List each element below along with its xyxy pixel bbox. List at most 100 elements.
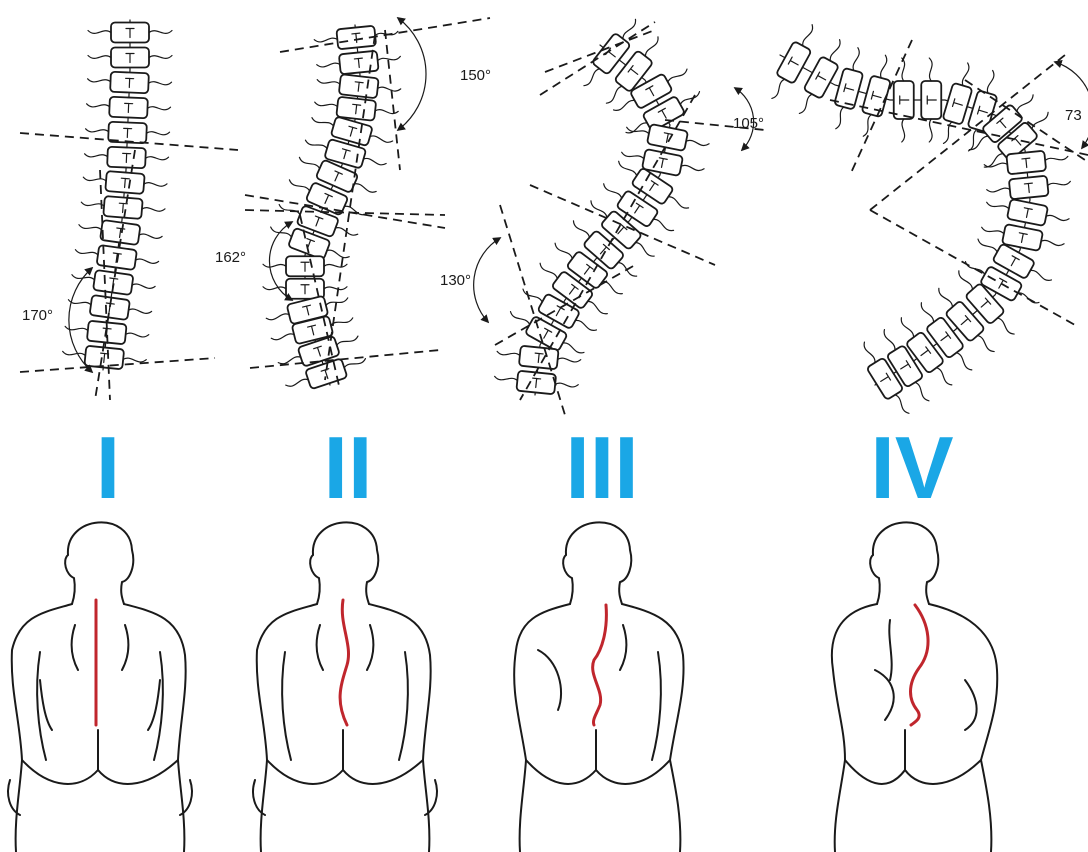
rib-stub <box>1031 112 1050 129</box>
rib-stub <box>626 121 647 135</box>
rib-stub <box>311 118 334 127</box>
spine-xray-grade-2: 162° 150° <box>215 18 491 390</box>
rib-stub <box>1047 181 1070 186</box>
rib-stub <box>354 182 376 194</box>
rib-stub <box>553 243 573 259</box>
rib-stub <box>497 351 520 356</box>
rib-stub <box>879 55 888 78</box>
rib-stub <box>686 139 709 146</box>
rib-stub <box>602 184 623 199</box>
rib-stub <box>144 182 167 187</box>
rib-stub <box>799 93 813 115</box>
rib-stub <box>936 367 952 387</box>
rib-stub <box>902 119 905 142</box>
grade-label-1: I <box>96 418 120 517</box>
grade-label-3: III <box>565 418 638 517</box>
rib-stub <box>956 352 972 372</box>
rib-stub <box>614 99 635 113</box>
rib-stub <box>584 68 600 88</box>
rib-stub <box>286 378 309 388</box>
rib-stub <box>986 70 995 93</box>
back-figure-grade-1 <box>8 522 192 852</box>
rib-stub <box>969 129 978 152</box>
head-outline <box>873 522 938 604</box>
rib-stub <box>139 233 162 239</box>
rib-stub <box>894 394 909 415</box>
rib-stub <box>986 202 1009 209</box>
rib-stub <box>327 249 350 260</box>
rib-stub <box>62 351 85 356</box>
rib-stub <box>325 298 348 306</box>
angle-label: 162° <box>215 249 246 266</box>
spine-line <box>911 605 929 725</box>
rib-stub <box>919 303 935 323</box>
rib-stub <box>123 357 146 362</box>
rib-stub <box>88 56 111 59</box>
rib-stub <box>621 19 637 39</box>
rib-stub <box>1041 239 1064 246</box>
rib-stub <box>882 330 897 351</box>
rib-stub <box>606 85 622 105</box>
rib-stub <box>667 69 688 83</box>
rib-stub <box>929 58 932 81</box>
rib-stub <box>88 31 111 34</box>
rib-stub <box>83 177 106 182</box>
rib-stub <box>987 187 1010 192</box>
grade-label-4: IV <box>870 418 953 517</box>
angle-arc <box>1055 62 1088 148</box>
rib-stub <box>363 157 386 166</box>
rib-stub <box>587 300 607 316</box>
angle-label: 73 <box>1065 107 1082 124</box>
rib-stub <box>317 80 340 85</box>
spine-xray-grade-4: 73 <box>772 25 1088 415</box>
rib-stub <box>147 106 170 110</box>
spine-line <box>593 605 607 725</box>
rib-stub <box>538 263 558 279</box>
angle-label: 130° <box>440 272 471 289</box>
rib-stub <box>1046 214 1069 221</box>
rib-stub <box>981 227 1004 234</box>
rib-stub <box>378 86 401 91</box>
torso-outline <box>832 604 877 852</box>
rib-stub <box>142 207 165 212</box>
rib-stub <box>997 317 1014 336</box>
rib-stub <box>509 312 530 326</box>
rib-stub <box>126 332 149 337</box>
rib-stub <box>270 227 293 238</box>
rib-stub <box>149 31 172 34</box>
rib-stub <box>829 40 843 62</box>
rib-stub <box>681 164 704 171</box>
rib-stub <box>298 157 320 169</box>
rib-stub <box>977 239 998 253</box>
rib-stub <box>336 336 359 346</box>
reference-line <box>250 350 440 368</box>
reference-line <box>870 210 1075 325</box>
rib-stub <box>344 359 367 369</box>
rib-stub <box>146 131 169 135</box>
rib-stub <box>1045 156 1068 161</box>
angle-arc <box>398 18 426 130</box>
spine-xray-grade-1: 170° <box>20 20 238 400</box>
rib-stub <box>522 289 543 303</box>
rib-stub <box>149 56 172 59</box>
spine-line <box>340 600 348 725</box>
torso-outline <box>514 604 570 852</box>
rib-stub <box>562 341 583 355</box>
rib-stub <box>772 78 786 100</box>
rib-stub <box>263 287 286 290</box>
rib-stub <box>324 264 347 267</box>
rib-stub <box>977 334 994 353</box>
rib-stub <box>317 62 340 67</box>
rib-stub <box>969 135 988 152</box>
back-figure-grade-2 <box>253 522 437 852</box>
axis-line <box>385 30 400 170</box>
angle-label: 170° <box>22 307 53 324</box>
rib-stub <box>85 129 108 133</box>
rib-stub <box>937 288 954 307</box>
rib-stub <box>75 250 98 256</box>
rib-stub <box>984 162 1007 167</box>
grade-label-2: II <box>324 418 373 517</box>
rib-stub <box>644 37 660 57</box>
angle-label: 105° <box>733 115 764 132</box>
